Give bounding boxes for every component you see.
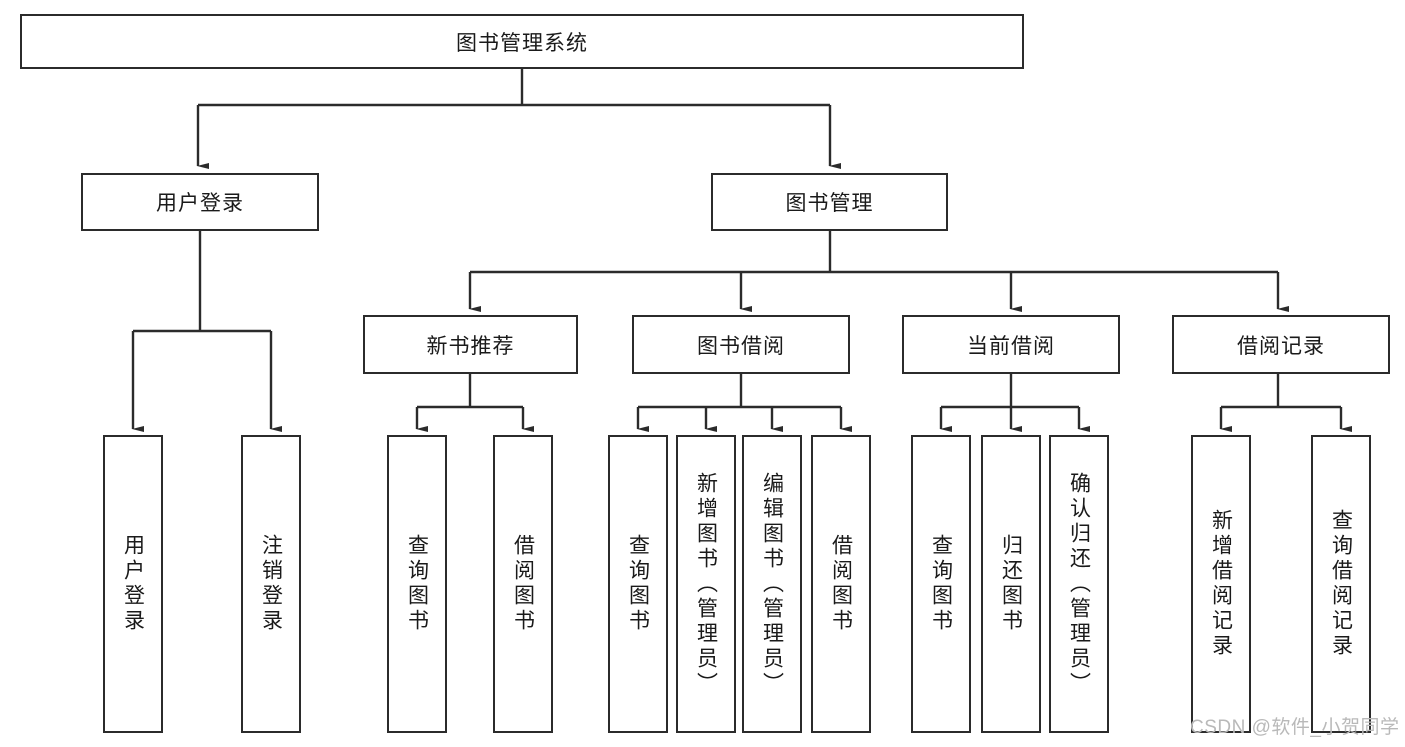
node-label: 编辑图书（管理员）	[760, 471, 784, 697]
node-label: 注销登录	[259, 534, 283, 634]
leaf-return-book[interactable]: 归还图书	[981, 435, 1041, 733]
node-label: 查询借阅记录	[1329, 509, 1353, 659]
node-label: 确认归还（管理员）	[1067, 471, 1091, 697]
node-label: 借阅记录	[1237, 334, 1325, 358]
node-label: 借阅图书	[511, 534, 535, 634]
leaf-user-login[interactable]: 用户登录	[103, 435, 163, 733]
node-label: 查询图书	[626, 534, 650, 634]
leaf-confirm-return-admin[interactable]: 确认归还（管理员）	[1049, 435, 1109, 733]
node-new-book-recommend[interactable]: 新书推荐	[363, 315, 578, 374]
leaf-borrow-book-recommend[interactable]: 借阅图书	[493, 435, 553, 733]
leaf-add-borrow-record[interactable]: 新增借阅记录	[1191, 435, 1251, 733]
leaf-borrow-book[interactable]: 借阅图书	[811, 435, 871, 733]
node-label: 新书推荐	[426, 334, 515, 358]
node-label: 用户登录	[156, 192, 244, 215]
leaf-edit-book-admin[interactable]: 编辑图书（管理员）	[742, 435, 802, 733]
leaf-query-book-borrow[interactable]: 查询图书	[608, 435, 668, 733]
leaf-logout-login[interactable]: 注销登录	[241, 435, 301, 733]
node-label: 借阅图书	[829, 534, 853, 634]
node-user-login[interactable]: 用户登录	[81, 173, 319, 231]
node-label: 图书管理	[785, 192, 874, 215]
node-borrow-record[interactable]: 借阅记录	[1172, 315, 1390, 374]
node-root-book-management-system[interactable]: 图书管理系统	[20, 14, 1024, 69]
node-label: 图书借阅	[697, 334, 785, 358]
node-label: 新增借阅记录	[1209, 509, 1233, 659]
node-label: 当前借阅	[967, 334, 1055, 358]
node-label: 查询图书	[405, 534, 429, 634]
node-label: 查询图书	[929, 534, 953, 634]
node-label: 用户登录	[121, 534, 145, 634]
leaf-add-book-admin[interactable]: 新增图书（管理员）	[676, 435, 736, 733]
leaf-query-borrow-record[interactable]: 查询借阅记录	[1311, 435, 1371, 733]
node-label: 归还图书	[999, 534, 1023, 634]
csdn-watermark: CSDN @软件_小贺同学	[1190, 717, 1400, 738]
node-book-management[interactable]: 图书管理	[711, 173, 948, 231]
leaf-query-book-recommend[interactable]: 查询图书	[387, 435, 447, 733]
node-current-borrow[interactable]: 当前借阅	[902, 315, 1120, 374]
node-label: 图书管理系统	[456, 31, 588, 55]
node-label: 新增图书（管理员）	[694, 471, 718, 697]
leaf-query-book-current[interactable]: 查询图书	[911, 435, 971, 733]
node-book-borrow[interactable]: 图书借阅	[632, 315, 850, 374]
